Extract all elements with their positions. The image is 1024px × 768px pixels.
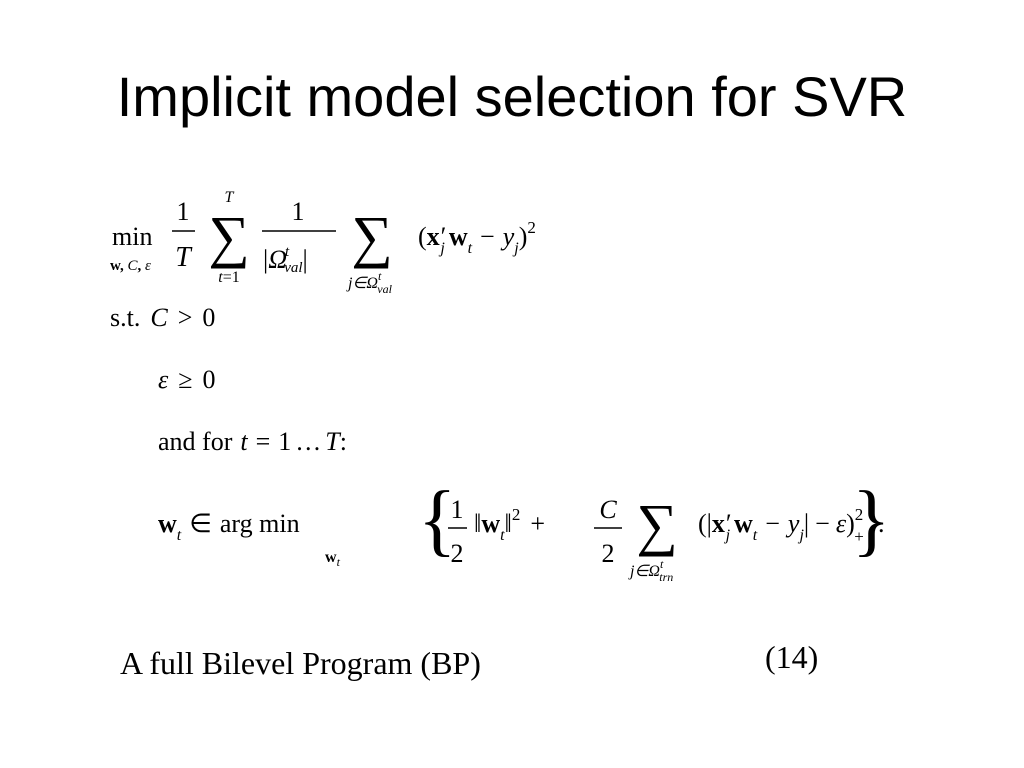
sum1-lower: t=1 [218,269,239,286]
svg-text:2: 2 [602,539,615,568]
sum1-symbol: ∑ [208,204,249,269]
right-brace: } [852,476,890,564]
svg-text:.: . [878,509,885,538]
sum2-symbol: ∑ [351,204,392,269]
svg-text:1: 1 [451,495,464,524]
frac-1t-numerator: 1 [177,197,190,226]
min-subscript: w, C, ε [110,258,151,274]
sum1-upper: T [225,189,235,206]
svg-text:‖wt‖2+: ‖wt‖2+ [474,505,545,544]
svg-text:ε≥0: ε≥0 [158,365,216,394]
slide-title: Implicit model selection for SVR [116,65,908,128]
svg-text:wt∈arg min: wt∈arg min [158,509,300,544]
svg-text:C: C [599,495,617,524]
left-brace: { [418,476,456,564]
constraint-c-positive: s.t.C>0 [110,303,215,332]
frac-1t-denominator: T [175,242,193,273]
equation-number: (14) [765,639,819,675]
constraint-epsilon-nonnegative: ε≥0 [158,365,216,394]
svg-text:∑: ∑ [636,492,677,557]
frac-omega-numerator: 1 [292,197,305,226]
caption: A full Bilevel Program (BP) [120,645,481,681]
svg-text:2: 2 [451,539,464,568]
svg-text:s.t.C>0: s.t.C>0 [110,303,215,332]
svg-text:(|x′jwt−yj|−ε)2+: (|x′jwt−yj|−ε)2+ [698,505,864,546]
min-operator: min [112,222,152,251]
svg-text:wt: wt [325,549,341,569]
